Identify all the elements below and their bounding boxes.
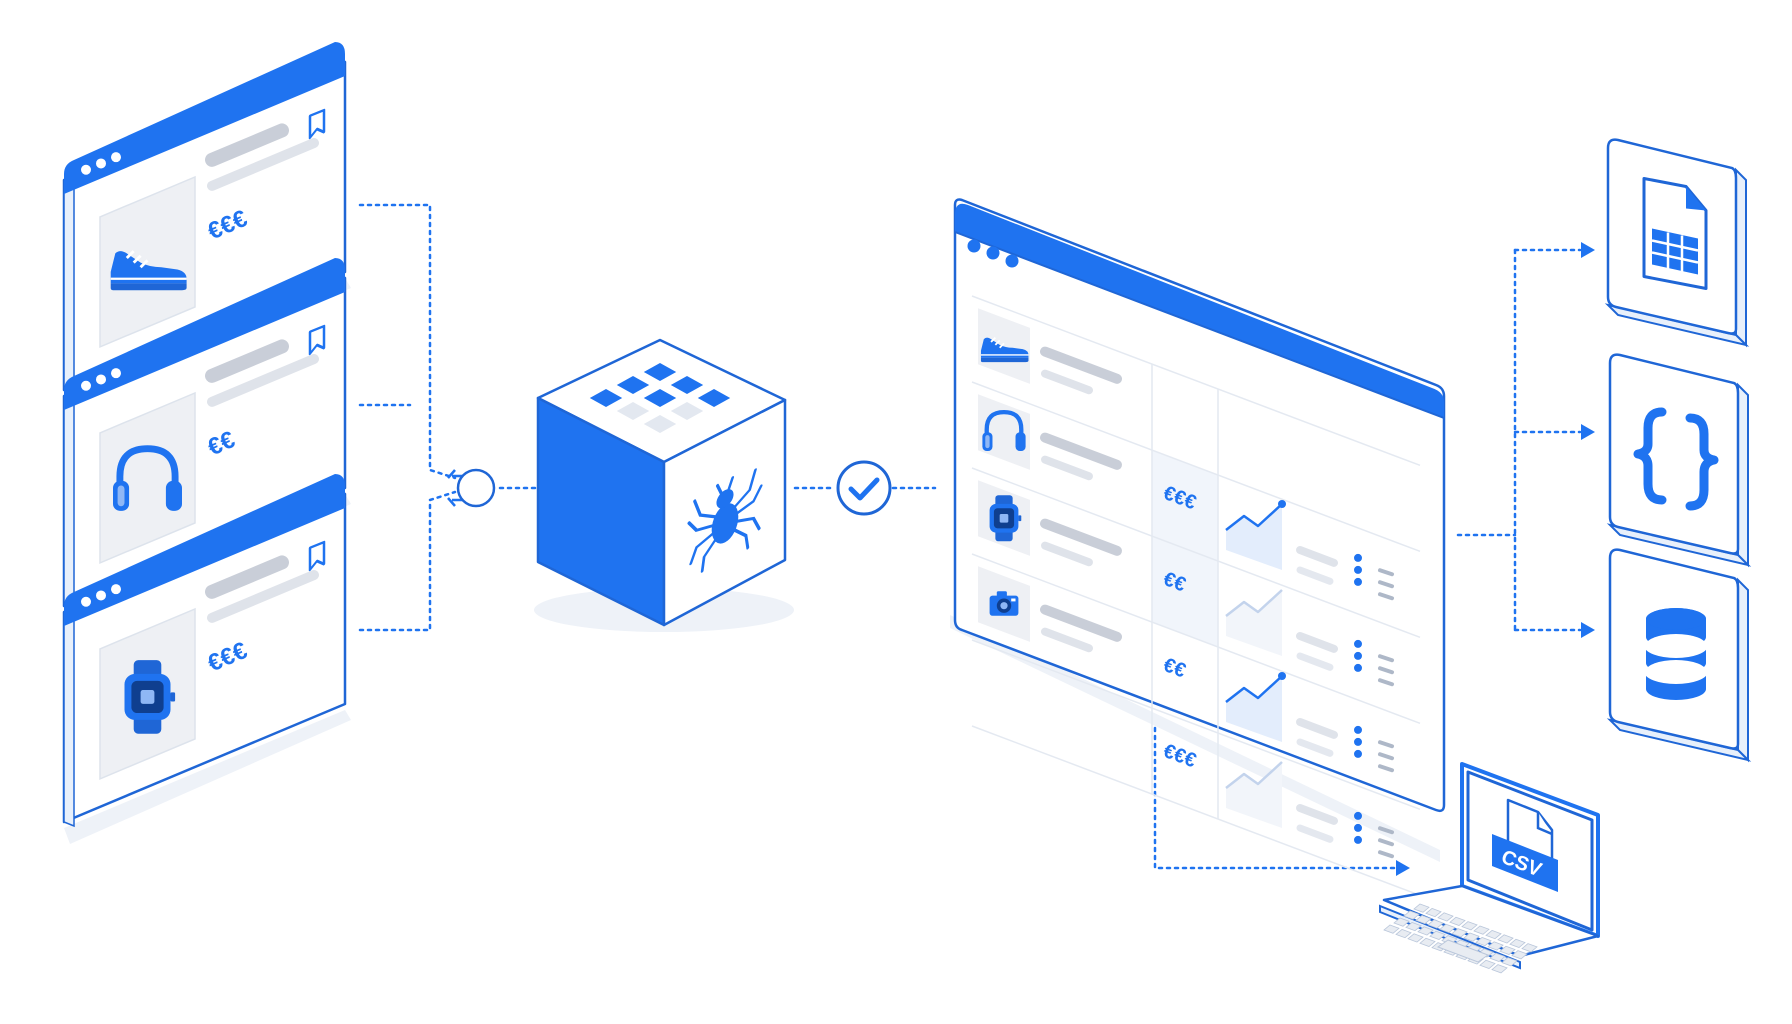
grid-cell [589,389,623,407]
keyboard-key [1439,923,1456,933]
grid-cell [643,363,677,381]
json-braces-output[interactable] [1606,353,1752,568]
keyboard-key [1451,928,1468,938]
connector-table-to-laptop [1153,726,1397,870]
window-dot [96,374,106,385]
keyboard-key [1475,936,1492,947]
keyboard-key [1403,910,1420,920]
keyboard-key [1393,917,1410,927]
grid-cell [670,402,704,420]
grid-cell [697,389,731,407]
keyboard-key [1499,945,1516,955]
window-dot [96,158,106,169]
grid-cell [616,402,650,420]
arrow-to-laptop [1396,860,1410,876]
keyboard-key [1419,937,1436,947]
keyboard-key [1407,933,1424,943]
source-card: €€€ [62,473,351,844]
laptop: CSV [1379,762,1600,974]
arrow-to-spreadsheet [1581,242,1595,258]
database-output[interactable] [1606,548,1752,763]
spreadsheet-file-output[interactable] [1604,138,1750,348]
keyboard-key [1473,925,1490,935]
database-icon [1644,608,1708,700]
merge-node-icon [447,468,496,508]
connector-lines [358,203,1582,870]
scraper-cube [534,338,794,632]
keyboard-key [1461,921,1478,931]
connector-card-1 [358,203,457,480]
keyboard-key [1497,934,1514,944]
keyboard-key [1487,941,1504,951]
keyboard-key [1521,943,1538,953]
grid-cell [643,389,677,407]
keyboard-key [1413,903,1430,913]
spreadsheet-file-icon [1642,177,1708,290]
source-cards: €€€€€€€€ [62,41,351,844]
cube-grid-icon [589,363,731,433]
keyboard-key [1511,950,1528,960]
window-dot [96,590,106,601]
keyboard-key [1427,919,1444,929]
table-row[interactable] [978,308,1122,395]
grid-cell [643,415,677,433]
window-dot [111,368,121,379]
arrow-to-json [1581,424,1595,440]
keyboard-key [1395,928,1412,939]
keyboard-key [1491,964,1508,974]
json-braces-icon [1633,407,1719,511]
result-table-window: €€€€€€€€€€ [950,198,1446,897]
window-dot [111,584,121,595]
keyboard-key [1449,916,1466,926]
laptop-keyboard [1383,903,1538,974]
result-table: €€€€€€€€€€ [971,295,1421,897]
keyboard-key [1479,959,1496,969]
keyboard-key [1417,926,1434,936]
keyboard-key [1509,938,1526,948]
keyboard-key [1425,907,1442,918]
keyboard-key [1463,932,1480,942]
connector-card-3 [358,490,457,632]
window-dot [81,164,91,175]
check-circle-icon [836,460,892,516]
output-formats [1604,138,1752,763]
keyboard-key [1383,924,1400,934]
window-dot [81,380,91,391]
arrow-to-database [1581,622,1595,638]
window-dot [111,152,121,163]
keyboard-key [1405,921,1422,932]
grid-cell [670,376,704,394]
grid-cell [616,376,650,394]
csv-file-icon: CSV [1492,798,1558,892]
keyboard-key [1485,929,1502,940]
keyboard-key [1501,957,1518,967]
window-dot [81,596,91,607]
keyboard-key [1429,930,1446,940]
keyboard-key [1489,952,1506,962]
keyboard-key [1437,912,1454,922]
trackpad [1436,939,1490,963]
keyboard-key [1415,914,1432,925]
table-price: €€€ [1160,740,1199,772]
